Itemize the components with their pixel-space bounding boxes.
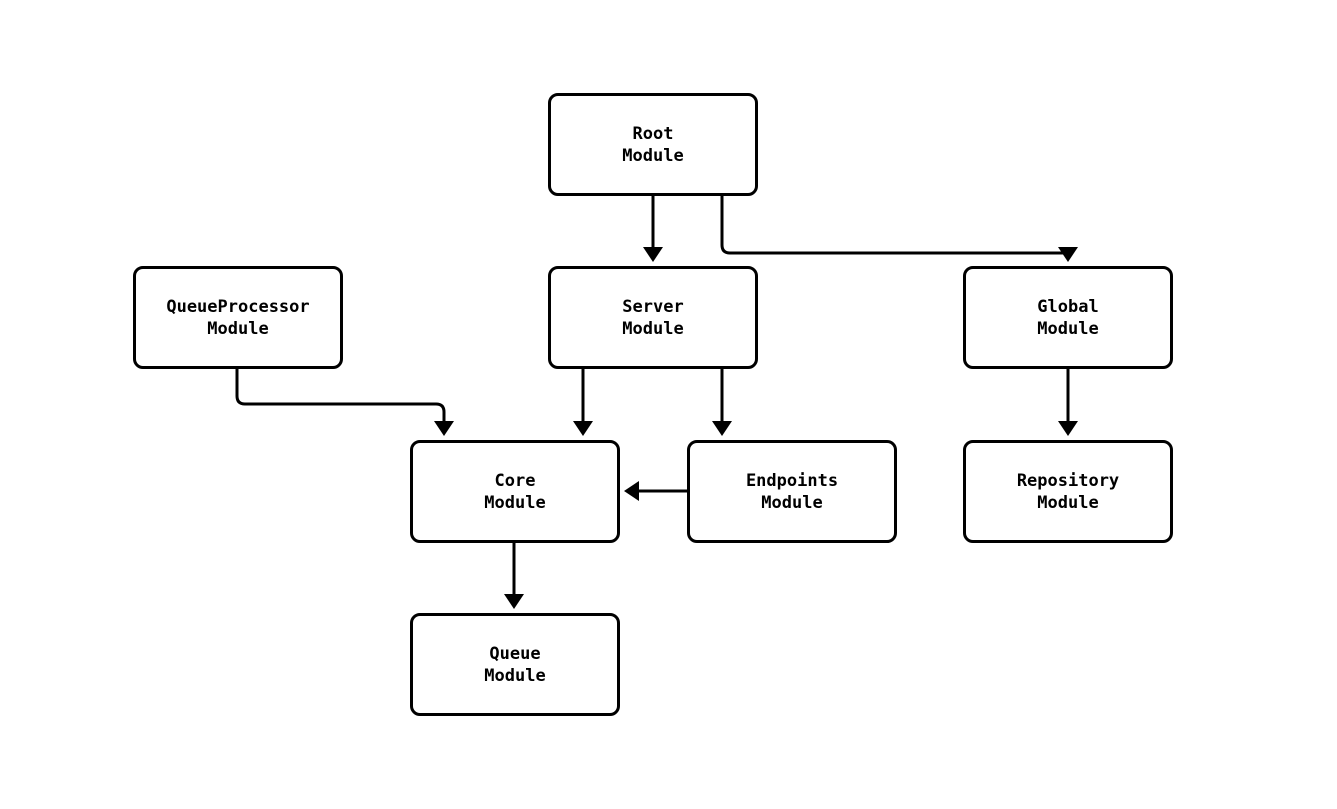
node-label-line1: Endpoints xyxy=(745,470,839,491)
edge-arrowhead-icon xyxy=(624,481,639,501)
edge-core-to-queue xyxy=(504,543,524,609)
edge-line xyxy=(235,369,446,421)
edge-arrowhead-icon xyxy=(1058,247,1078,262)
node-label-line2: Module xyxy=(1037,318,1099,339)
edge-endpoints-to-core xyxy=(624,481,687,501)
node-label-line2: Module xyxy=(761,492,823,513)
node-label-line1: Global xyxy=(1037,296,1099,317)
node-label-line1: Queue xyxy=(489,643,541,664)
node-label-line2: Module xyxy=(622,145,684,166)
node-label-line1: Root xyxy=(632,123,674,144)
edge-arrowhead-icon xyxy=(504,594,524,609)
edge-arrowhead-icon xyxy=(712,421,732,436)
node-label-line1: Repository xyxy=(1016,470,1120,491)
node-label-line2: Module xyxy=(484,492,546,513)
edge-line xyxy=(720,196,1070,255)
edge-global-to-repository xyxy=(1058,369,1078,436)
edge-arrowhead-icon xyxy=(1058,421,1078,436)
node-label-line1: Core xyxy=(494,470,536,491)
node-label-line2: Module xyxy=(1037,492,1099,513)
node-label-line1: QueueProcessor xyxy=(166,296,310,317)
edge-arrowhead-icon xyxy=(643,247,663,262)
edge-queueprocessor-to-core xyxy=(235,369,454,436)
edge-arrowhead-icon xyxy=(434,421,454,436)
edge-root-to-server xyxy=(643,196,663,262)
edge-arrowhead-icon xyxy=(573,421,593,436)
node-label-line2: Module xyxy=(207,318,269,339)
node-label-line2: Module xyxy=(622,318,684,339)
node-label-line1: Server xyxy=(622,296,684,317)
edge-server-to-core xyxy=(573,369,593,436)
node-label-line2: Module xyxy=(484,665,546,686)
edge-server-to-endpoints xyxy=(712,369,732,436)
edge-root-to-global xyxy=(720,196,1078,262)
